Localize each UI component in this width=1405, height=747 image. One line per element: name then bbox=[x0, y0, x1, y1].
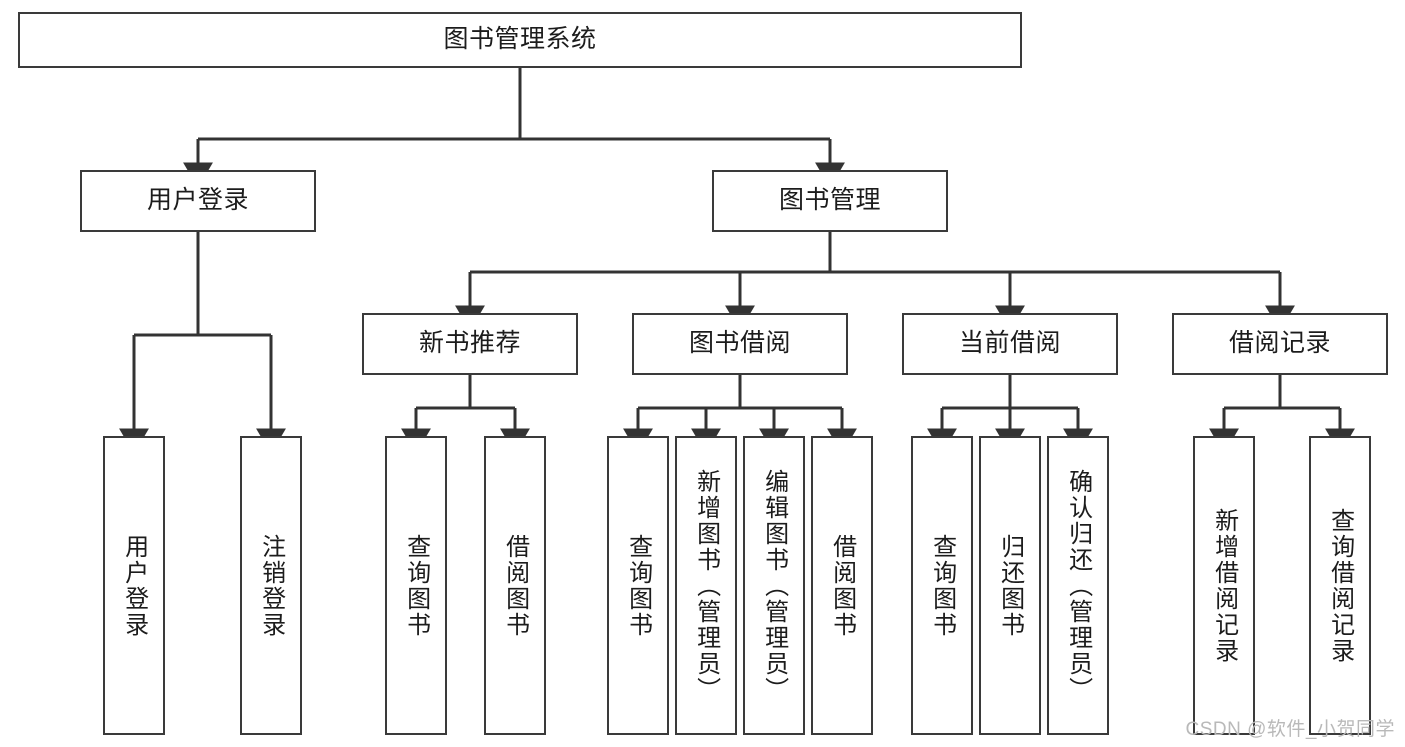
leaf-borrow-book-label: 借阅图书 bbox=[828, 533, 856, 638]
leaf-return-book[interactable]: 归还图书 bbox=[979, 436, 1041, 735]
leaf-edit-book-admin-label: 编辑图书（管理员） bbox=[760, 468, 788, 703]
leaf-confirm-return-admin-label: 确认归还（管理员） bbox=[1064, 468, 1092, 703]
leaf-query-borrow-record-label: 查询借阅记录 bbox=[1326, 507, 1354, 664]
node-borrow-record[interactable]: 借阅记录 bbox=[1172, 313, 1388, 375]
node-user-login-label: 用户登录 bbox=[146, 186, 249, 215]
leaf-borrow-book-recommend[interactable]: 借阅图书 bbox=[484, 436, 546, 735]
leaf-query-book-borrow[interactable]: 查询图书 bbox=[607, 436, 669, 735]
leaf-borrow-book-recommend-label: 借阅图书 bbox=[501, 533, 529, 638]
leaf-user-login-label: 用户登录 bbox=[120, 533, 148, 638]
node-user-login[interactable]: 用户登录 bbox=[80, 170, 316, 232]
node-current-borrow[interactable]: 当前借阅 bbox=[902, 313, 1118, 375]
node-new-book-recommend-label: 新书推荐 bbox=[418, 329, 521, 358]
leaf-add-borrow-record-label: 新增借阅记录 bbox=[1210, 507, 1238, 664]
node-current-borrow-label: 当前借阅 bbox=[958, 329, 1061, 358]
leaf-borrow-book[interactable]: 借阅图书 bbox=[811, 436, 873, 735]
leaf-edit-book-admin[interactable]: 编辑图书（管理员） bbox=[743, 436, 805, 735]
node-new-book-recommend[interactable]: 新书推荐 bbox=[362, 313, 578, 375]
node-book-manage-label: 图书管理 bbox=[778, 186, 881, 215]
leaf-user-login[interactable]: 用户登录 bbox=[103, 436, 165, 735]
csdn-watermark: CSDN @软件_小贺同学 bbox=[1185, 719, 1395, 740]
leaf-query-book-recommend-label: 查询图书 bbox=[402, 533, 430, 638]
leaf-confirm-return-admin[interactable]: 确认归还（管理员） bbox=[1047, 436, 1109, 735]
leaf-logout[interactable]: 注销登录 bbox=[240, 436, 302, 735]
leaf-query-book-current[interactable]: 查询图书 bbox=[911, 436, 973, 735]
node-book-borrow[interactable]: 图书借阅 bbox=[632, 313, 848, 375]
leaf-add-book-admin-label: 新增图书（管理员） bbox=[692, 468, 720, 703]
node-book-manage[interactable]: 图书管理 bbox=[712, 170, 948, 232]
node-root-system-label: 图书管理系统 bbox=[443, 25, 597, 54]
leaf-query-borrow-record[interactable]: 查询借阅记录 bbox=[1309, 436, 1371, 735]
leaf-query-book-current-label: 查询图书 bbox=[928, 533, 956, 638]
node-borrow-record-label: 借阅记录 bbox=[1228, 329, 1331, 358]
leaf-add-borrow-record[interactable]: 新增借阅记录 bbox=[1193, 436, 1255, 735]
node-book-borrow-label: 图书借阅 bbox=[688, 329, 791, 358]
leaf-add-book-admin[interactable]: 新增图书（管理员） bbox=[675, 436, 737, 735]
leaf-logout-label: 注销登录 bbox=[257, 533, 285, 638]
leaf-return-book-label: 归还图书 bbox=[996, 533, 1024, 638]
node-root-system[interactable]: 图书管理系统 bbox=[18, 12, 1022, 68]
leaf-query-book-borrow-label: 查询图书 bbox=[624, 533, 652, 638]
leaf-query-book-recommend[interactable]: 查询图书 bbox=[385, 436, 447, 735]
